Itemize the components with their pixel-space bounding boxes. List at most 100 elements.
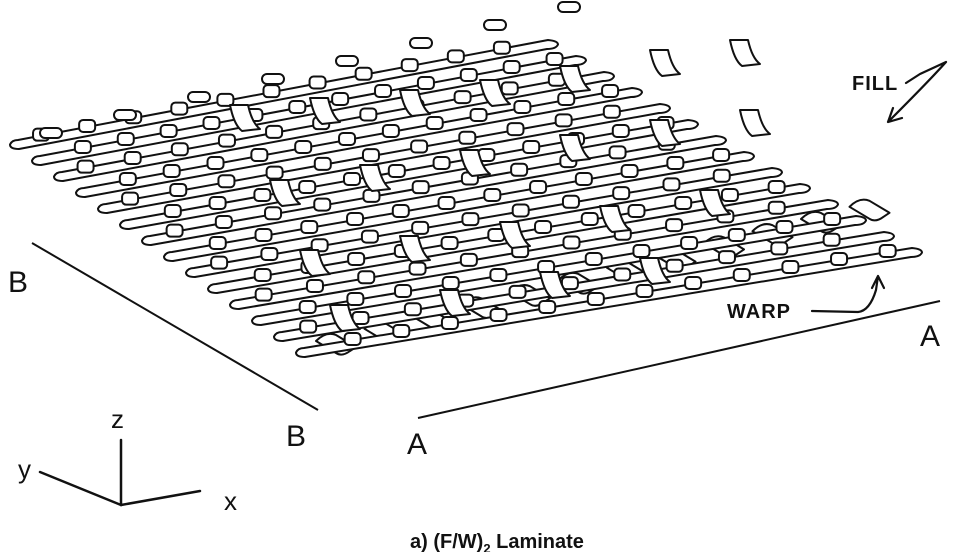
warp-crossing [635,284,654,298]
warp-crossing [374,84,393,98]
warp-crossing [73,140,92,154]
warp-crossing [313,197,332,212]
warp-crossing [586,292,605,306]
warp-loop [599,205,631,233]
warp-crossing [680,236,699,250]
warp-crossing [822,232,841,247]
warp-crossing [214,214,233,229]
warp-crossing [254,228,273,242]
warp-crossing [354,66,373,81]
warp-crossing [665,258,684,273]
warp-loop [229,104,261,132]
warp-crossing [665,218,684,233]
label-warp: WARP [727,301,791,323]
warp-crossing [560,276,579,291]
warp-crossing [210,255,229,270]
warp-crossing [502,60,521,74]
warp-crossing [361,148,380,163]
warp-crossing [310,238,329,253]
warp-crossing [611,124,630,138]
warp-end [187,91,211,103]
warp-crossing [511,203,530,218]
warp-loop [499,221,531,249]
warp-crossing [522,140,541,154]
figure-caption: a) (F/W)2 Laminate [410,531,584,552]
fill-tape [53,71,615,182]
warp-crossing [208,236,227,250]
warp-crossing [717,250,736,265]
warp-loop [309,97,341,125]
warp-crossing [775,220,794,234]
warp-crossing [574,172,593,186]
warp-crossing [554,113,573,128]
label-fill: FILL [852,73,898,95]
warp-crossing [299,319,318,334]
warp-crossing [253,188,272,202]
warp-crossing [298,300,317,314]
warp-crossing [343,172,361,186]
warp-crossing [767,180,786,194]
warp-crossing [562,235,581,250]
warp-crossing [830,252,849,266]
warp-crossing [346,212,365,226]
warp-crossing [529,180,548,194]
fill-tape [273,231,895,342]
warp-crossing [265,165,284,180]
warp-loop [329,304,361,332]
warp-loop [539,271,571,299]
warp-crossing [561,194,580,209]
warp-crossing [308,75,327,90]
warp-crossing [216,92,235,107]
warp-crossing [265,124,284,139]
warp-crossing [538,300,557,314]
warp-crossing [162,164,181,178]
warp-crossing [357,270,376,285]
warp-crossing [437,196,456,210]
warp-crossing [459,68,478,82]
warp-crossing [510,162,529,177]
warp-loop [299,249,331,277]
fill-tape [229,199,839,310]
warp-crossing [163,204,182,218]
label-b-left: B [8,266,28,299]
warp-crossing [121,191,140,206]
warp-crossing [411,220,430,235]
warp-crossing [662,177,681,192]
warp-crossing [338,132,357,146]
label-b-bottom: B [286,420,306,453]
warp-crossing [492,40,511,55]
warp-crossing [116,132,135,146]
edge-line-a [417,300,941,419]
caption-prefix: a) (F/W) [410,531,483,552]
warp-crossing [489,308,508,322]
warp-loop [359,164,391,192]
warp-crossing [620,164,639,178]
warp-crossing [300,220,319,234]
warp-crossing [732,268,751,282]
warp-crossing [770,241,789,256]
warp-crossing [440,316,459,330]
warp-crossing [534,220,553,234]
fill-tape [141,135,727,246]
warp-crossing [500,81,519,96]
warp-crossing [343,332,362,346]
warp-crossing [170,142,189,157]
warp-crossing [720,188,739,202]
warp-crossing [557,92,576,106]
axis-label-y: y [18,454,31,484]
warp-crossing [489,268,508,282]
warp-crossing [403,302,422,317]
warp-loop [639,257,671,285]
warp-end [335,55,359,67]
warp-crossing [118,172,137,186]
warp-crossing [513,100,532,114]
warp-crossing [602,104,621,119]
warp-crossing [359,107,378,122]
label-a-right: A [920,320,940,353]
warp-crossing [313,156,332,171]
warp-crossing [712,168,731,183]
warp-crossing [400,58,419,73]
warp-crossing [461,212,480,227]
warp-crossing [331,92,350,106]
